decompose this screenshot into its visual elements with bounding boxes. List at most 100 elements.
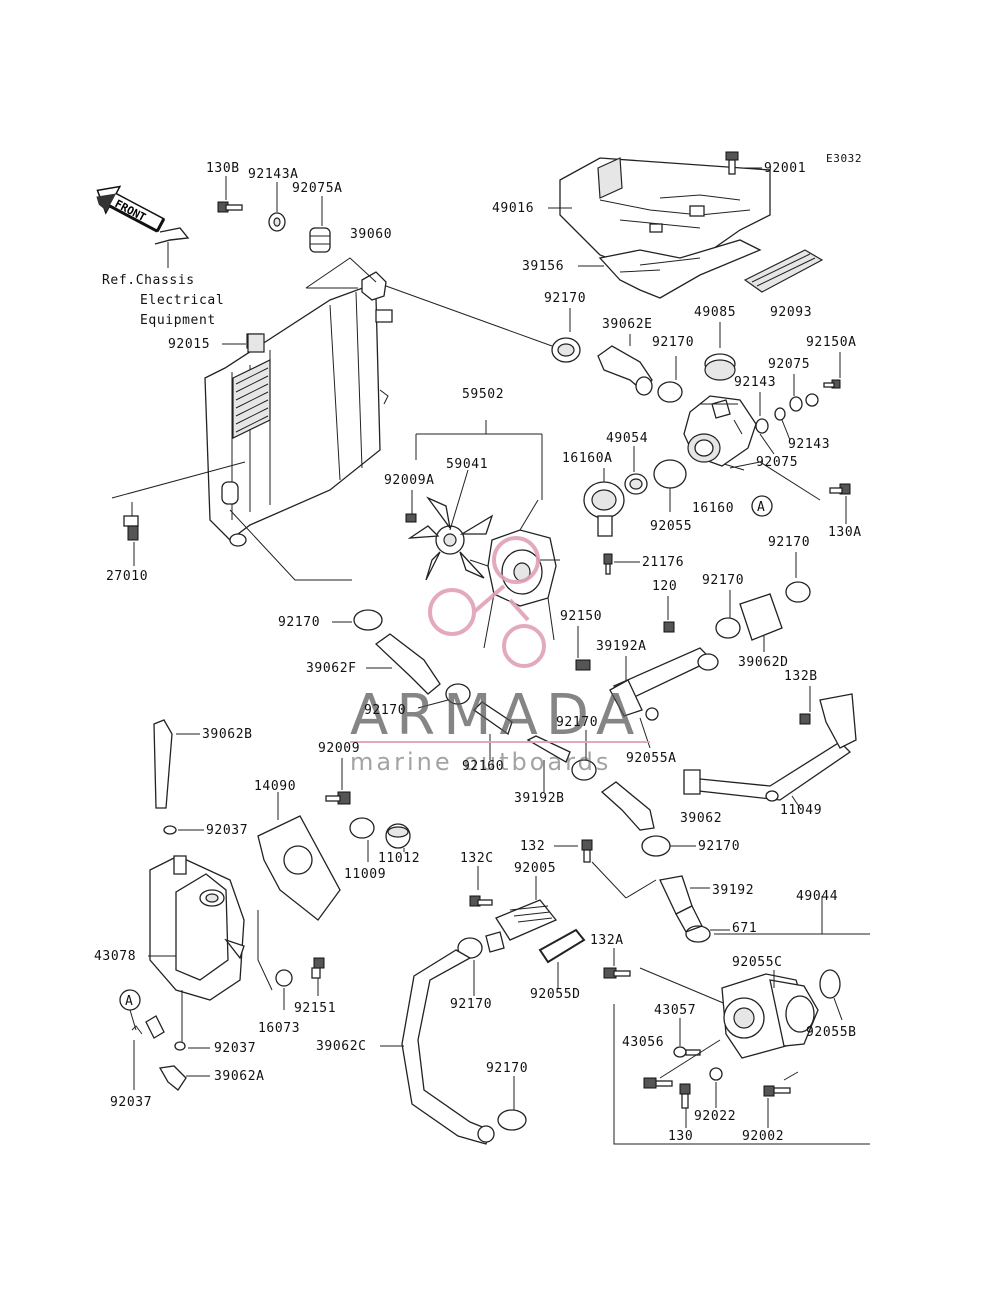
part-label: 92143 [788,437,830,452]
part-label: 671 [732,921,757,936]
reference-note-line3: Equipment [140,313,216,328]
cover-49016 [559,157,771,271]
part-label: 92170 [556,715,598,730]
bolt-92150 [575,626,591,671]
radiator [204,271,393,547]
part-label: 92143 [734,375,776,390]
clip-92015 [222,333,265,353]
thermostat-49054 [624,446,648,495]
part-label: 59041 [446,457,488,472]
clamp-92170-g [571,730,597,781]
grommet-11009 [349,817,375,862]
bolt-120 [663,596,675,633]
part-label: 92170 [450,997,492,1012]
part-label: 43078 [94,949,136,964]
part-label: 92037 [206,823,248,838]
bolt-92001 [725,151,762,175]
part-label: 43057 [654,1003,696,1018]
hose-39062C [380,949,495,1145]
part-label: 39062D [738,655,789,670]
pipe-39192 [659,875,710,933]
part-label: 92170 [278,615,320,630]
hose-39062E [597,334,653,396]
pipe-39192A [609,647,719,721]
bolt-92002 [763,1071,799,1128]
clamp-92170-h [641,835,696,857]
watermark-brand: ARMADA [350,683,642,748]
part-label: 92037 [110,1095,152,1110]
part-label: 39062C [316,1039,367,1054]
part-label: 92037 [214,1041,256,1056]
part-label: 92055D [530,987,581,1002]
hose-39062B [153,719,200,809]
part-label: 39062A [214,1069,265,1084]
hose-39062 [600,781,655,831]
callout-a-left: A [119,989,143,1090]
part-label: 92151 [294,1001,336,1016]
reference-note-line1: Ref.Chassis [102,273,195,288]
part-label: 43056 [622,1035,664,1050]
sensor-27010 [123,502,139,566]
part-label: 130B [206,161,240,176]
bolt-132 [554,839,593,863]
bolt-92009A [405,490,417,523]
seal-92093 [743,249,824,293]
part-label: 27010 [106,569,148,584]
part-label: 132B [784,669,818,684]
part-label: 92075 [768,357,810,372]
bolt-92151 [311,957,325,996]
part-label: 39062 [680,811,722,826]
sensor-21176 [603,553,640,575]
part-label: 92150 [560,609,602,624]
reservoir-43078 [148,855,245,1001]
part-label: 92055B [806,1025,857,1040]
bolt-130 [679,1083,691,1128]
bolt-132C [469,866,493,907]
bolt-132A [603,948,631,979]
part-label: 11009 [344,867,386,882]
clamp-92170-e [785,552,811,603]
part-label: 49085 [694,305,736,320]
oring-92055 [653,459,687,512]
part-label: 92170 [486,1061,528,1076]
fan-59041 [407,496,494,581]
part-label: 92093 [770,305,812,320]
part-label: 59502 [462,387,504,402]
part-label: 132 [520,839,545,854]
clamp-92170-j [497,1076,527,1131]
part-label: 92170 [702,573,744,588]
clamp-92170-b [657,356,683,403]
part-label: 39192B [514,791,565,806]
part-label: 132C [460,851,494,866]
callout-a-label-right: A [757,500,765,515]
clamp-16073 [275,969,293,1010]
oring-92055B [819,969,843,1021]
part-label: 11049 [780,803,822,818]
part-label: 92170 [768,535,810,550]
part-label: 49044 [796,889,838,904]
part-label: 92160 [462,759,504,774]
watermark: ARMADA marine outboards [350,536,650,776]
part-label: 39156 [522,259,564,274]
housing-16160 [683,395,757,467]
part-label: 92143A [248,167,299,182]
cap-11012 [385,823,411,852]
front-arrow-icon: FRONT [96,185,166,233]
bracket-14090 [257,792,341,921]
part-label: 39062E [602,317,653,332]
clip-92037 [163,825,204,835]
watermark-logo-icon [428,536,546,668]
bolt-92009 [325,758,351,805]
part-label: 49054 [606,431,648,446]
part-label: 92170 [544,291,586,306]
collar-92143 [755,392,791,441]
part-label: 92075 [756,455,798,470]
part-label: 39062F [306,661,357,676]
part-label: 16160A [562,451,613,466]
washer-92022 [709,1067,723,1108]
part-label: 130 [668,1129,693,1144]
clamp-92170-f [417,683,471,709]
grommet-92075A [309,196,331,253]
bracket-11049 [683,686,857,809]
